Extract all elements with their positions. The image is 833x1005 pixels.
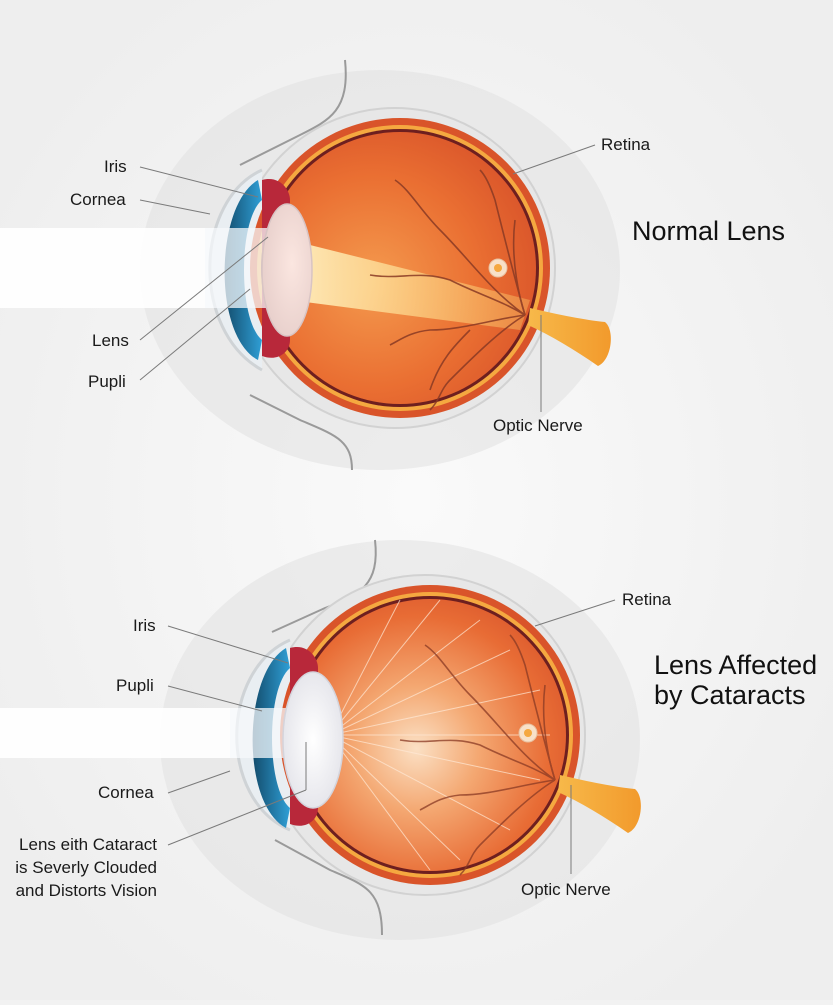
clouded-lens (282, 671, 344, 809)
label-retina-normal: Retina (601, 135, 651, 154)
label-pupil-normal: Pupli (88, 372, 126, 391)
label-cornea-normal: Cornea (70, 190, 126, 209)
lower-eyelid (249, 394, 353, 471)
light-focus-cone (290, 240, 530, 330)
title-cataract-line1: Lens Affected (654, 650, 818, 680)
normal-eye (0, 59, 620, 471)
upper-eyelid (239, 59, 347, 166)
cataract-leader-lines (167, 599, 616, 874)
cataract-eye (0, 539, 641, 940)
retinal-vessels (399, 634, 556, 876)
title-normal-lens: Normal Lens (632, 216, 786, 246)
label-iris-normal: Iris (104, 157, 127, 176)
scattered-light-rays (329, 599, 550, 871)
title-cataract-line2: by Cataracts (654, 680, 806, 710)
lens (261, 203, 313, 337)
label-iris-cataract: Iris (133, 616, 156, 635)
label-retina-cataract: Retina (622, 590, 672, 609)
label-lens-cataract: Lens eith Cataract is Severly Clouded an… (15, 835, 157, 900)
label-optic-nerve-cataract: Optic Nerve (521, 880, 611, 899)
label-cornea-cataract: Cornea (98, 783, 154, 802)
label-optic-nerve-normal: Optic Nerve (493, 416, 583, 435)
optic-nerve (528, 308, 611, 366)
normal-leader-lines (139, 144, 596, 412)
lower-eyelid (274, 839, 383, 936)
label-pupil-cataract: Pupli (116, 676, 154, 695)
label-lens-normal: Lens (92, 331, 129, 350)
optic-nerve (558, 775, 641, 833)
retinal-vessels (369, 169, 526, 411)
